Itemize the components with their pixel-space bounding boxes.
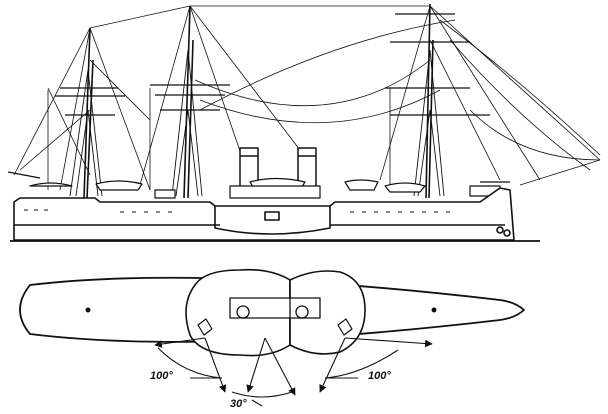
gun-mount-right <box>337 318 353 336</box>
rigging <box>13 5 601 191</box>
hull <box>10 187 540 242</box>
arc-label-right: 100° <box>368 370 391 382</box>
deck-houses <box>29 177 510 199</box>
gun-mount-left <box>197 318 213 336</box>
arc-label-center: 30° <box>230 398 247 410</box>
shrouds <box>69 49 445 197</box>
masts <box>83 3 434 199</box>
portholes <box>24 209 450 213</box>
arc-label-left: 100° <box>150 370 173 382</box>
side-elevation <box>7 3 601 242</box>
plan-view <box>19 268 525 357</box>
firing-arcs <box>154 337 433 407</box>
